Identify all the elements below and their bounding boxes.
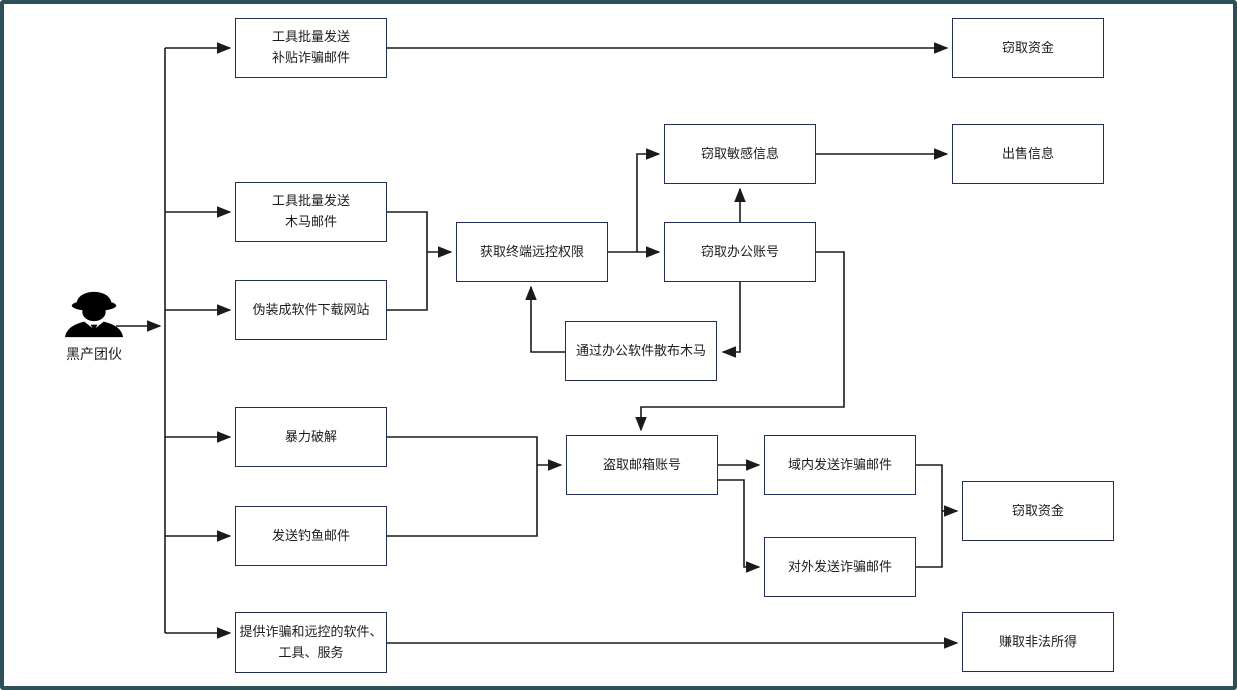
node-steal-mailbox-account: 盗取邮箱账号 — [566, 435, 718, 495]
node-sell-info: 出售信息 — [952, 124, 1104, 184]
node-steal-sensitive-info: 窃取敏感信息 — [664, 124, 816, 184]
node-steal-funds-bottom: 窃取资金 — [962, 481, 1114, 541]
connector-mailbox-to-external — [718, 479, 761, 573]
node-provide-scam-remote-software-tools-services: 提供诈骗和远控的软件、 工具、服务 — [235, 612, 387, 673]
connector-spread-trojan-to-remote — [525, 285, 566, 353]
node-batch-subsidy-scam-mail: 工具批量发送 补贴诈骗邮件 — [235, 18, 387, 78]
connector-office-account-to-spread-trojan — [721, 282, 741, 358]
node-send-scam-mail-in-domain: 域内发送诈骗邮件 — [764, 435, 916, 495]
node-brute-force-crack: 暴力破解 — [235, 407, 387, 467]
node-send-phishing-mail: 发送钓鱼邮件 — [235, 506, 387, 566]
node-earn-illegal-income: 赚取非法所得 — [962, 612, 1114, 672]
connector-layer — [116, 42, 959, 649]
spy-icon — [64, 291, 124, 338]
connector-remote-to-sensitive — [636, 148, 661, 252]
node-steal-funds-top: 窃取资金 — [952, 18, 1104, 78]
node-steal-office-account: 窃取办公账号 — [664, 222, 816, 282]
connector-merge-trojan-fakesite — [387, 211, 428, 311]
node-batch-trojan-mail: 工具批量发送 木马邮件 — [235, 182, 387, 242]
node-gain-terminal-remote-control: 获取终端远控权限 — [456, 222, 608, 282]
node-spread-trojan-via-office-software: 通过办公软件散布木马 — [565, 321, 717, 381]
connector-merge-indomain-external — [916, 464, 943, 568]
actor-black-market-gang: 黑产团伙 — [46, 282, 142, 364]
connector-merge-brute-phishing — [387, 436, 538, 537]
connector-office-account-to-mailbox — [635, 251, 845, 432]
node-fake-software-download-site: 伪装成软件下载网站 — [235, 280, 387, 340]
actor-label: 黑产团伙 — [66, 346, 122, 362]
node-send-scam-mail-external: 对外发送诈骗邮件 — [764, 537, 916, 597]
